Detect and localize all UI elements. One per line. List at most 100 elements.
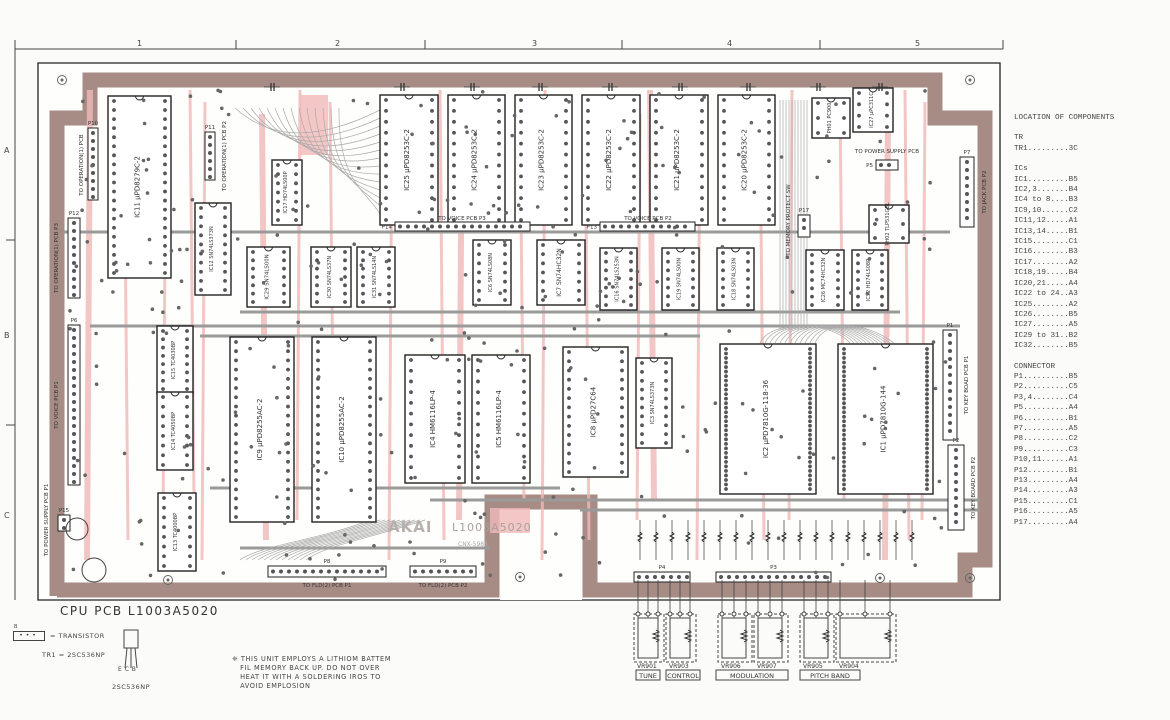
ic-pin (522, 454, 526, 459)
ic-pin (368, 349, 372, 354)
ic-pin (316, 450, 320, 455)
ic-pin (286, 469, 290, 473)
ic-notch (676, 247, 685, 253)
connector-pin (948, 413, 952, 417)
ic-pin (724, 401, 728, 406)
connector-pin (948, 341, 952, 345)
ic-body (717, 94, 776, 226)
ic-pin (286, 367, 290, 372)
ic-pin (604, 251, 608, 255)
ic-pin (522, 443, 526, 448)
ic-pin (452, 119, 456, 124)
via-pad (713, 401, 718, 406)
ic-pin (816, 116, 820, 120)
connector-pin (954, 456, 958, 460)
pot-vr905: VR905 (799, 580, 835, 670)
ic-pin (384, 141, 388, 146)
ic-pin (640, 432, 644, 437)
connector-ref: P4 (659, 565, 666, 571)
ic-pin (724, 392, 728, 397)
ic-pin (632, 109, 636, 113)
via-pad (827, 159, 831, 164)
ic-pin (700, 98, 704, 102)
ic-pin (276, 190, 280, 195)
via-pad (180, 476, 185, 481)
ic-pin (162, 534, 166, 539)
connector-pin (775, 575, 779, 579)
ic-pin (185, 378, 189, 383)
pot-vr907: VR907 (753, 580, 789, 670)
ic-notch (326, 246, 336, 252)
connector-pin (72, 221, 76, 225)
ic-notch (430, 354, 440, 360)
ic-pin (457, 433, 461, 437)
via-pad (595, 304, 599, 308)
ic-pin (746, 303, 750, 307)
ic-pin (604, 259, 608, 264)
connector-body (947, 444, 965, 531)
control-group-label: CONTROL (667, 672, 699, 680)
connector-pin (446, 224, 450, 229)
ic-pin (901, 208, 905, 212)
pot-terminal (779, 611, 785, 617)
ic-ic30: IC30 SN74LS37N (310, 246, 352, 308)
ic-pin (842, 410, 846, 415)
ic-pin (856, 303, 860, 307)
connector-pin (208, 151, 212, 155)
ic-pin (199, 288, 203, 292)
ic-pin (163, 262, 167, 266)
mounting-hole-icon (57, 75, 67, 85)
pot-label: VR904 (839, 663, 859, 670)
ic-pin (856, 253, 860, 257)
ic-label: IC18 SN74LS03N (732, 258, 738, 301)
ic-pin (409, 390, 413, 395)
ic-pin (724, 387, 728, 392)
via-pad (727, 329, 731, 333)
connector-caption: TO OPERATION(1) PCB P3 (54, 223, 60, 294)
ic-pin (880, 261, 884, 266)
via-pad (779, 435, 783, 439)
ic-label: IC9 µPD8255AC-2 (256, 398, 264, 460)
ic-pin (452, 152, 456, 157)
resistor-icon (748, 531, 756, 543)
ic-pin (808, 473, 812, 478)
connector-pin (954, 512, 958, 516)
ic-pin (767, 119, 771, 124)
ic-pin (577, 252, 581, 257)
pot-terminal (719, 611, 725, 617)
via-pad (825, 575, 830, 580)
connector-pin (965, 176, 969, 180)
ic-pin (724, 369, 728, 374)
ic-notch (731, 247, 740, 253)
ic-pin (522, 390, 526, 395)
ic-pin (724, 441, 728, 446)
pot-label: VR907 (757, 663, 777, 670)
via-pad (146, 157, 151, 162)
via-pad (478, 359, 483, 363)
via-pad (502, 239, 507, 244)
via-pad (573, 233, 578, 237)
ic-pin (368, 459, 372, 464)
resistor-icon (636, 531, 644, 543)
via-pad (365, 101, 370, 106)
ic-pin (666, 277, 670, 281)
ic-pin (700, 109, 704, 113)
ic-notch (487, 239, 497, 245)
connector-pin (659, 224, 663, 229)
connector-pin (414, 224, 418, 229)
pot-terminal (655, 611, 661, 617)
ic-label: IC7 SN74HC32N (556, 248, 563, 296)
ic-pin (620, 423, 624, 428)
mounting-hole-center (878, 576, 882, 580)
connector-pin (454, 224, 458, 229)
ic-notch (172, 492, 182, 498)
ic-pin (654, 98, 658, 102)
ic-pin (476, 454, 480, 459)
ic-pin (409, 368, 413, 373)
via-pad (179, 279, 184, 284)
connector-ref: P13 (587, 225, 598, 231)
via-pad (151, 330, 156, 335)
legend-item: IC9,10......C2 (1014, 206, 1078, 215)
pot-terminal (825, 611, 831, 617)
